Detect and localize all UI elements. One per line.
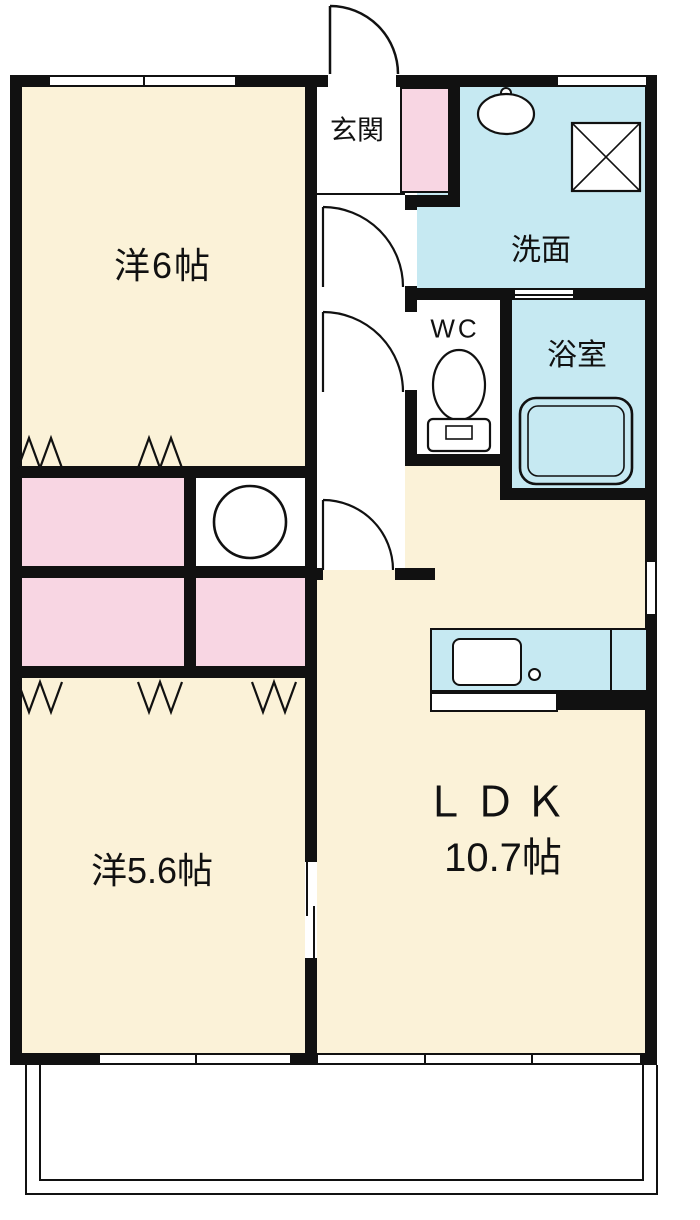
entrance-door-arc-icon xyxy=(328,4,400,75)
window-right-ldk xyxy=(645,562,657,614)
door-opening-entrance xyxy=(328,75,396,87)
room-label-bedroom-top: 洋6帖 xyxy=(113,245,213,286)
balcony-outline-inner xyxy=(39,1065,644,1181)
sliding-door-panel-1 xyxy=(306,862,308,916)
floor-hallway xyxy=(317,195,405,570)
ldk-door-arc-icon xyxy=(321,498,395,571)
kitchen-counter-front xyxy=(430,692,558,712)
utility-circle-icon xyxy=(212,484,288,560)
washroom-door-arc-icon xyxy=(321,205,405,288)
closet-fold-door-icon xyxy=(250,678,298,716)
kitchen-sink-icon xyxy=(452,638,522,686)
washbasin-icon xyxy=(476,87,536,136)
room-label-washroom: 洗面 xyxy=(511,234,571,267)
wall-ldk-door-stub-right xyxy=(395,568,435,580)
wall-closet-top xyxy=(10,466,317,478)
room-label-wc: WC xyxy=(430,313,480,344)
room-label-entrance: 玄関 xyxy=(330,115,384,146)
wall-cabinet-side xyxy=(448,87,460,207)
entrance-step-line xyxy=(317,193,405,195)
wall-closet-divider xyxy=(184,466,196,678)
window-top-right xyxy=(558,75,646,87)
wall-closet-bottom xyxy=(10,666,317,678)
wall-kitchen-half xyxy=(556,690,648,710)
room-label-ldk-size: 10.7帖 xyxy=(444,836,562,880)
wall-wc-bottom xyxy=(405,454,512,466)
window-balcony-right xyxy=(318,1053,640,1065)
room-label-bedroom-bottom: 洋5.6帖 xyxy=(90,850,214,891)
room-label-ldk: ＬＤＫ xyxy=(423,778,575,826)
kitchen-faucet-icon xyxy=(528,668,541,681)
toilet-icon xyxy=(426,348,492,453)
door-opening-wc xyxy=(405,312,417,390)
wall-closet-mid xyxy=(10,566,317,578)
counter-divider xyxy=(610,630,612,690)
wall-bath-bottom xyxy=(500,488,657,500)
sliding-door-panel-2 xyxy=(313,906,315,958)
wall-ldk-door-stub-left xyxy=(305,568,323,580)
door-opening-washroom xyxy=(405,210,417,286)
closet-fold-door-icon xyxy=(136,678,184,716)
wc-door-arc-icon xyxy=(321,310,405,393)
closet-fold-door-icon xyxy=(16,434,64,472)
room-label-bath: 浴室 xyxy=(547,339,607,372)
closet-fold-door-icon xyxy=(16,678,64,716)
closet-fold-door-icon xyxy=(136,434,184,472)
wall-wc-right xyxy=(500,288,512,500)
shoe-cabinet xyxy=(400,87,450,193)
washing-machine-pan-icon xyxy=(570,121,642,193)
balcony-outline-outer xyxy=(25,1065,658,1195)
kitchen-counter xyxy=(430,628,648,692)
window-top-left xyxy=(50,75,235,87)
wall-entrance-stub xyxy=(405,195,460,207)
door-opening-bath xyxy=(515,288,573,300)
window-balcony-left xyxy=(100,1053,290,1065)
bathtub-icon xyxy=(518,396,634,486)
